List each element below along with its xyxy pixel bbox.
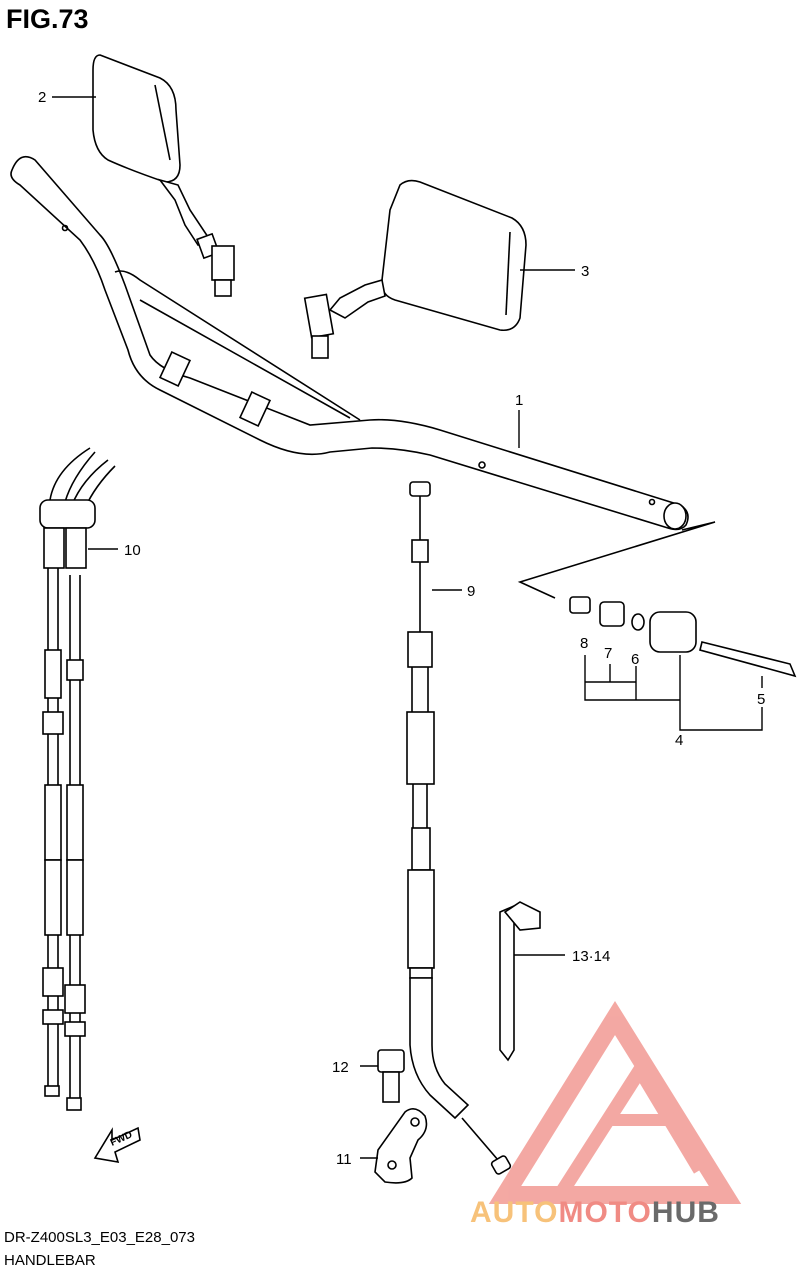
bar-end-assembly	[517, 521, 797, 678]
mirror-right-part	[303, 179, 527, 359]
cable-part	[406, 481, 512, 1175]
callout-12: 12	[332, 1059, 349, 1076]
mirror-left-part	[92, 54, 235, 297]
watermark-word-hub: HUB	[651, 1196, 720, 1229]
watermark-word-auto: AUTO	[470, 1196, 559, 1229]
callout-7: 7	[604, 645, 612, 662]
section-name: HANDLEBAR	[4, 1252, 96, 1269]
figure-title: FIG.73	[6, 4, 89, 34]
leader-lines	[52, 96, 763, 1159]
bolt-part	[377, 1049, 405, 1103]
callout-9: 9	[467, 583, 475, 600]
watermark-text: AUTOMOTOHUB	[470, 1196, 720, 1230]
fwd-arrow-icon: FWD	[93, 1126, 141, 1164]
handlebar-part	[10, 155, 689, 531]
callout-5: 5	[757, 691, 765, 708]
callout-8: 8	[580, 635, 588, 652]
throttle-cable-part	[39, 447, 116, 1111]
callout-1: 1	[515, 392, 523, 409]
callout-11: 11	[336, 1151, 352, 1168]
callout-10: 10	[124, 542, 141, 559]
callout-13-14: 13·14	[572, 948, 610, 965]
cable-tie-part	[499, 901, 541, 1062]
watermark-logo-icon	[488, 1000, 742, 1204]
callout-2: 2	[38, 89, 46, 106]
cable-bracket-part	[374, 1108, 428, 1184]
model-code: DR-Z400SL3_E03_E28_073	[4, 1229, 195, 1246]
callout-4: 4	[675, 732, 683, 749]
callout-3: 3	[581, 263, 589, 280]
callout-6: 6	[631, 651, 639, 668]
watermark-word-moto: MOTO	[558, 1196, 652, 1229]
